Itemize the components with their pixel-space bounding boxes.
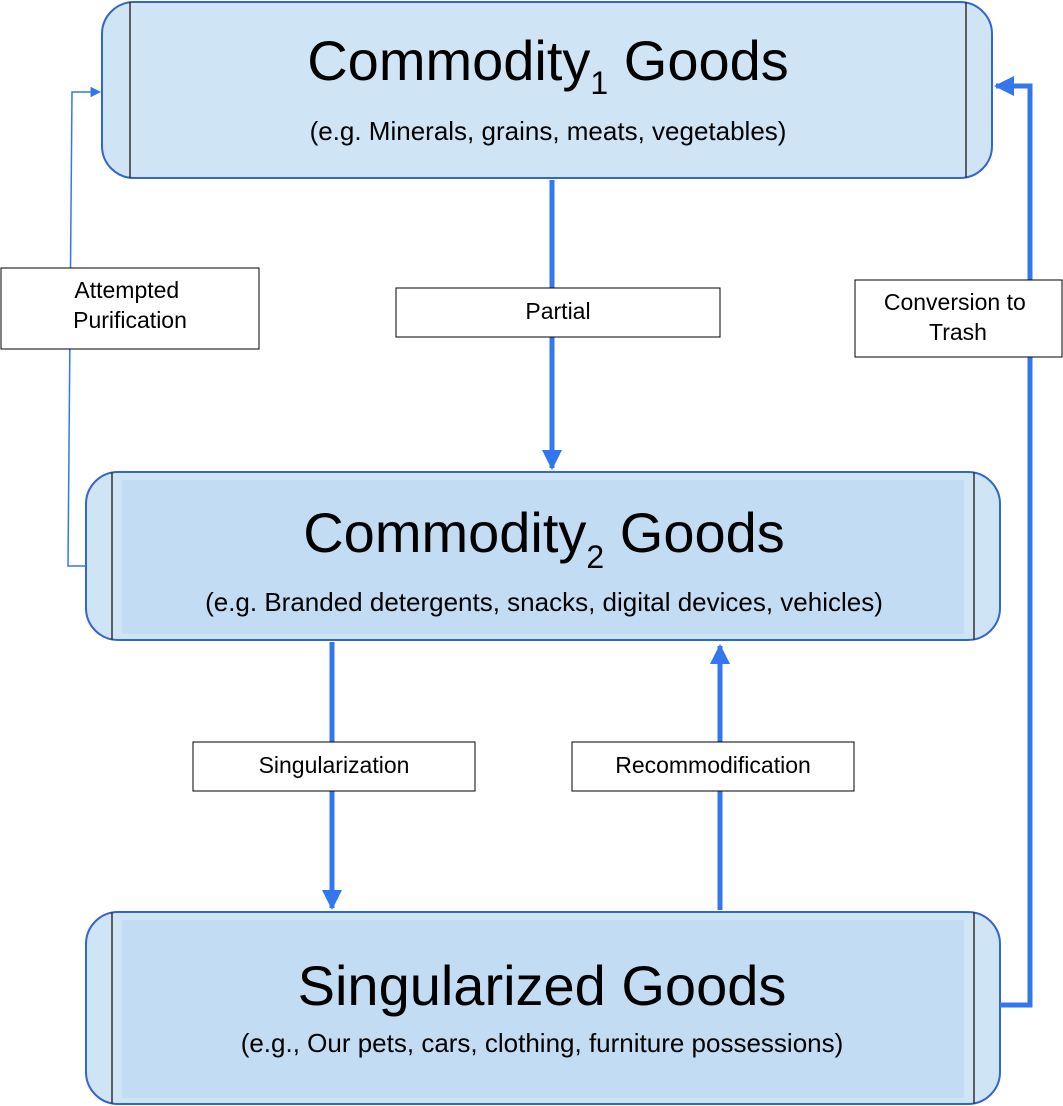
conversion-to-trash-label: Conversion to Trash (884, 289, 1032, 345)
commodity2-example: (e.g. Branded detergents, snacks, digita… (205, 587, 883, 617)
conversion-to-trash-edge: Conversion to Trash (854, 76, 1063, 1008)
partial-label: Partial (525, 298, 590, 324)
singularized-box-inner (122, 920, 964, 1098)
conversion-to-trash-arrow (994, 76, 1033, 1008)
singularized-node: Singularized Goods (e.g., Our pets, cars… (85, 911, 1001, 1105)
singularized-title: Singularized Goods (298, 954, 787, 1017)
commodity1-title: Commodity1 Goods (307, 29, 789, 101)
commodity1-example: (e.g. Minerals, grains, meats, vegetable… (310, 116, 787, 146)
recommodification-label: Recommodification (615, 752, 811, 778)
singularized-example: (e.g., Our pets, cars, clothing, furnitu… (241, 1028, 844, 1058)
singularization-edge: Singularization (192, 642, 476, 910)
singularization-label-box (192, 741, 476, 792)
recommodification-edge: Recommodification (571, 644, 855, 910)
conversion-to-trash-label-box (854, 279, 1063, 358)
commodity1-box (101, 1, 993, 179)
recommodification-label-box (571, 741, 855, 792)
commodity2-box-inner (122, 480, 964, 634)
partial-label-box (395, 287, 721, 338)
attempted-purification-label-box (0, 267, 260, 350)
commodity2-node: Commodity2 Goods (e.g. Branded detergent… (85, 471, 1001, 641)
attempted-purification-label: Attempted Purification (73, 277, 187, 333)
partial-edge: Partial (395, 180, 721, 470)
attempted-purification-edge: Attempted Purification (0, 86, 260, 567)
commodity2-title: Commodity2 Goods (303, 501, 785, 575)
singularization-label: Singularization (259, 752, 410, 778)
commodity1-node: Commodity1 Goods (e.g. Minerals, grains,… (101, 1, 993, 179)
